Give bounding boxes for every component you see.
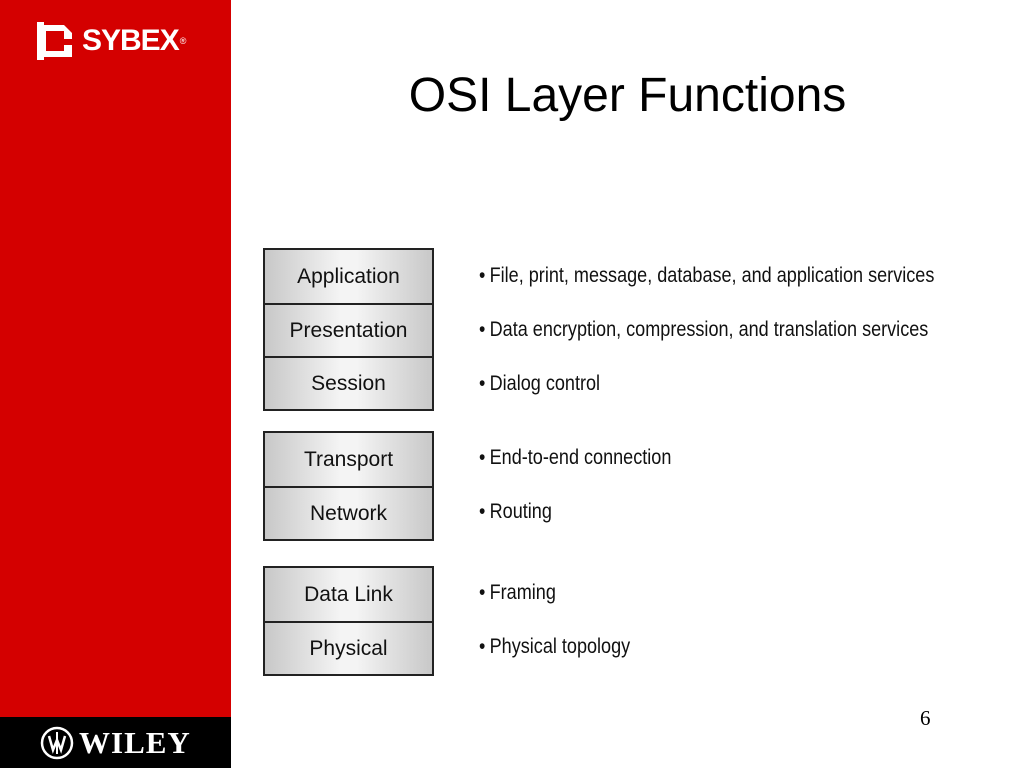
footer-bar: [0, 717, 231, 768]
layer-box-network: Network: [265, 486, 432, 539]
function-text: File, print, message, database, and appl…: [489, 264, 935, 287]
function-text: End-to-end connection: [489, 446, 672, 469]
sybex-logo: SYBEX®: [34, 18, 214, 64]
red-sidebar: [0, 0, 231, 768]
function-text: Data encryption, compression, and transl…: [489, 318, 929, 341]
layer-box-data-link: Data Link: [265, 568, 432, 621]
registered-mark: ®: [179, 36, 187, 46]
bullet-dot: •: [479, 372, 486, 395]
function-bullet-data-link: •Framing: [479, 581, 556, 605]
bullet-dot: •: [479, 264, 486, 287]
layer-box-presentation: Presentation: [265, 303, 432, 356]
sybex-logo-icon: [37, 22, 72, 60]
bullet-dot: •: [479, 318, 486, 341]
wiley-logo: WILEY: [40, 725, 191, 761]
function-bullet-application: •File, print, message, database, and app…: [479, 264, 934, 288]
function-bullet-presentation: •Data encryption, compression, and trans…: [479, 318, 928, 342]
wiley-emblem-icon: [40, 726, 74, 760]
lower-layer-group: Data Link Physical: [263, 566, 434, 676]
function-bullet-physical: •Physical topology: [479, 635, 630, 659]
function-text: Framing: [489, 581, 556, 604]
function-bullet-network: •Routing: [479, 500, 552, 524]
function-bullet-session: •Dialog control: [479, 372, 600, 396]
page-number: 6: [920, 706, 931, 730]
wiley-wordmark: WILEY: [79, 725, 191, 760]
layer-box-session: Session: [265, 356, 432, 409]
bullet-dot: •: [479, 635, 486, 658]
bullet-dot: •: [479, 581, 486, 604]
upper-layer-group: Application Presentation Session: [263, 248, 434, 411]
function-bullet-transport: •End-to-end connection: [479, 446, 671, 470]
function-text: Dialog control: [489, 372, 601, 395]
function-text: Physical topology: [489, 635, 631, 658]
middle-layer-group: Transport Network: [263, 431, 434, 541]
layer-box-transport: Transport: [265, 433, 432, 486]
sybex-wordmark: SYBEX: [82, 24, 180, 57]
function-text: Routing: [489, 500, 552, 523]
bullet-dot: •: [479, 446, 486, 469]
layer-box-physical: Physical: [265, 621, 432, 674]
bullet-dot: •: [479, 500, 486, 523]
slide-title: OSI Layer Functions: [408, 69, 847, 122]
layer-box-application: Application: [265, 250, 432, 303]
